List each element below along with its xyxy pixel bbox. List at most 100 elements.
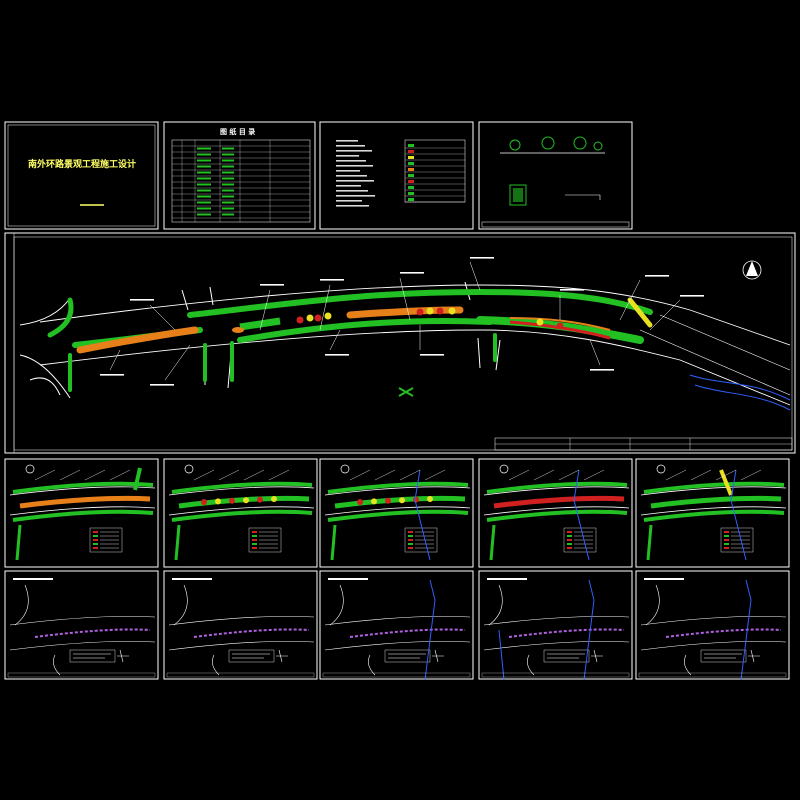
flower-cluster [215,498,221,505]
leader-label-stub [680,295,704,297]
river-edge [689,374,791,401]
flower-cluster [243,497,249,504]
plant-schedule-table [404,527,438,553]
leader-label-stub [100,374,124,376]
flower-cluster [385,497,391,504]
legend-swatch [408,162,414,165]
north-arrow-icon [117,649,129,663]
catalog-row-mark [197,201,211,204]
leader-label-stub [420,354,444,356]
irrigation-plan-sheets [4,570,790,681]
flower-cluster [201,499,207,505]
catalog-row-mark [197,207,211,210]
flower-cluster [536,318,544,326]
road-edges [39,284,791,406]
flower-cluster [229,497,235,504]
irrigation-legend [543,649,590,663]
irrigation-legend [69,649,116,663]
cover-sheet: 南外环路景观工程施工设计 [4,121,159,230]
note-line [336,205,369,207]
legend-swatch [408,192,414,195]
catalog-row-mark [197,153,211,156]
note-line [336,140,358,142]
flower-cluster [399,497,405,504]
leader-label-stub [470,257,494,259]
flower-cluster [413,496,419,503]
plant-schedule-table [563,527,597,553]
north-arrow-icon [25,464,35,474]
note-line [336,195,375,197]
cover-title: 南外环路景观工程施工设计 [28,158,136,170]
planting-sheet-2 [163,458,318,568]
leader-label-stub [325,354,349,356]
compass-icon [398,387,414,397]
planting-sheet-4 [478,458,633,568]
leader-label-stub [560,289,584,291]
note-line [336,175,367,177]
tree-pit-detail [509,184,527,206]
north-arrow-icon [340,464,350,474]
legend-swatch [408,168,414,171]
note-line [336,155,359,157]
legend-swatch [408,180,414,183]
legend-swatch [408,150,414,153]
irrigation-legend [228,649,275,663]
catalog-row-mark [197,147,211,150]
flower-cluster [556,322,564,330]
irrigation-line [34,628,151,638]
sheet-title-stub [172,578,212,580]
north-arrow-icon [591,649,603,663]
sheet-title-stub [644,578,684,580]
plant-schedule-table [248,527,282,553]
catalog-row-mark [197,183,211,186]
catalog-row-mark [197,213,211,216]
leader-label-stub [400,272,424,274]
irrigation-legend [700,649,747,663]
north-arrow-icon [499,464,509,474]
flower-cluster [314,314,322,322]
flower-cluster [306,314,314,322]
note-line [336,190,368,192]
north-arrow-icon [742,260,762,280]
plant-schedule-table [720,527,754,553]
catalog-row-mark [197,165,211,168]
flower-cluster [436,307,444,315]
green-belts [47,288,653,392]
legend-swatch [408,186,414,189]
flower-cluster [426,307,434,315]
irrigation-sheet-2 [163,570,318,680]
north-arrow-icon [432,649,444,663]
leader-label-stub [320,279,344,281]
flower-cluster [357,499,363,505]
flower-cluster [448,307,456,315]
flower-beds [296,307,564,330]
sheet-title-stub [487,578,527,580]
catalog-title: 图 纸 目 录 [220,127,255,136]
note-line [336,145,365,147]
sheet-title-stub [328,578,368,580]
catalog-row-mark [197,159,211,162]
north-arrow-icon [656,464,666,474]
flower-cluster [416,308,424,316]
irrigation-sheet-4 [478,570,633,681]
irrigation-line [349,628,466,638]
planting-detail-sheets [4,458,790,568]
flower-cluster [324,312,332,320]
plant-legend-table [405,144,465,203]
sheet-title-stub [13,578,53,580]
catalog-row-mark [197,177,211,180]
overall-plan-sheet [4,232,796,454]
note-line [336,150,372,152]
irrigation-sheet-5 [635,570,790,681]
irrigation-legend [384,649,431,663]
catalog-row-mark [197,195,211,198]
flower-cluster [257,496,263,503]
plant-schedule-table [89,527,123,553]
leader-label-stub [260,284,284,286]
planting-sheet-3 [319,458,474,568]
annotation-leaders [100,257,704,386]
catalog-row-mark [197,189,211,192]
leader-label-stub [590,369,614,371]
notes-sheet [319,121,474,230]
